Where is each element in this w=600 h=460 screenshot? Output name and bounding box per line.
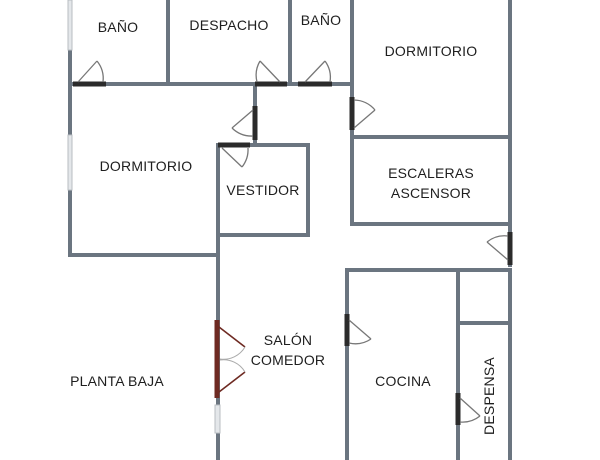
door-vestidor xyxy=(221,147,243,168)
door-bano-1 xyxy=(77,60,98,83)
door-despacho xyxy=(259,60,281,83)
door-dormitorio-2 xyxy=(231,109,254,129)
walls xyxy=(68,0,512,460)
escaleras-line1: ESCALERAS xyxy=(388,165,474,181)
room-label-dormitorio-1: DORMITORIO xyxy=(384,43,478,59)
window-bano xyxy=(67,0,73,51)
room-label-vestidor: VESTIDOR xyxy=(226,182,300,198)
door-bano-2 xyxy=(304,60,326,83)
salon-line1: SALÓN xyxy=(263,332,313,348)
escaleras-line2: ASCENSOR xyxy=(390,185,472,201)
main-entry-door xyxy=(214,320,246,398)
room-label-bano-2: BAÑO xyxy=(300,12,342,28)
room-label-escaleras: ESCALERAS ASCENSOR xyxy=(356,163,506,203)
door-swings xyxy=(77,60,509,423)
room-label-dormitorio-2: DORMITORIO xyxy=(99,158,193,174)
room-label-despensa: DESPENSA xyxy=(481,357,497,435)
door-escaleras xyxy=(486,241,509,261)
door-cocina xyxy=(348,319,372,340)
room-label-despacho: DESPACHO xyxy=(189,17,269,33)
room-label-salon: SALÓN COMEDOR xyxy=(235,330,341,370)
door-frames xyxy=(73,81,513,425)
door-dormitorio-1 xyxy=(353,109,376,129)
window-dormitorio xyxy=(67,134,73,191)
windows xyxy=(67,0,221,434)
plan-title: PLANTA BAJA xyxy=(70,373,164,389)
room-label-bano-1: BAÑO xyxy=(97,19,139,35)
door-despensa xyxy=(459,397,481,417)
window-salon xyxy=(214,404,221,434)
room-label-cocina: COCINA xyxy=(375,373,431,389)
salon-line2: COMEDOR xyxy=(250,352,326,368)
